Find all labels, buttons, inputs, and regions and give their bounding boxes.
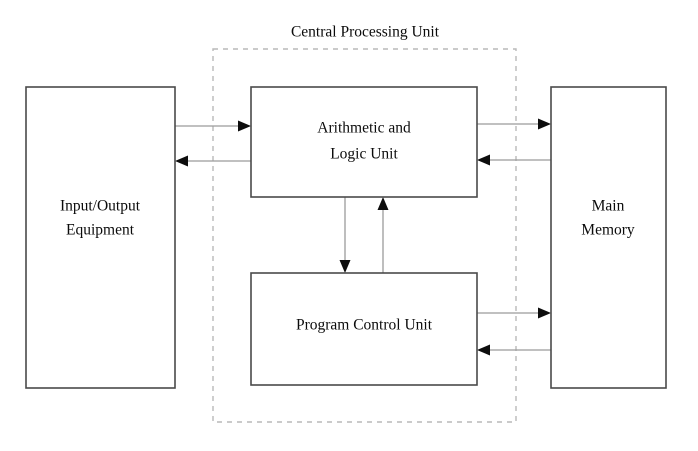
block-program-control-unit[interactable]: Program Control Unit	[250, 272, 478, 386]
cpu-title-label: Central Processing Unit	[291, 24, 440, 41]
block-label-line-1: Input/Output	[60, 198, 141, 215]
cpu-boundary-dashed-box	[212, 48, 517, 423]
connector-pcu-to-alu	[377, 197, 389, 273]
block-arithmetic-logic-unit[interactable]: Arithmetic and Logic Unit	[250, 86, 478, 198]
connector-group	[175, 118, 551, 356]
block-label-line-1: Program Control Unit	[296, 317, 433, 334]
connector-pcu-to-memory	[477, 307, 551, 319]
block-label-line-1: Arithmetic and	[317, 120, 411, 137]
arrow-head-right-icon	[538, 307, 551, 319]
block-rect[interactable]	[250, 272, 478, 386]
connector-memory-to-pcu	[477, 344, 551, 356]
connector-io-to-alu	[175, 120, 251, 132]
block-label-line-2: Equipment	[66, 222, 135, 239]
block-rect[interactable]	[250, 86, 478, 198]
block-main-memory[interactable]: Main Memory	[550, 86, 667, 389]
arrow-head-left-icon	[477, 154, 490, 166]
connector-alu-to-pcu	[339, 197, 351, 273]
block-rect[interactable]	[25, 86, 176, 389]
arrow-head-left-icon	[175, 155, 188, 167]
block-label-line-1: Main	[592, 198, 625, 215]
connector-alu-to-memory	[477, 118, 551, 130]
block-io-equipment[interactable]: Input/Output Equipment	[25, 86, 176, 389]
arrow-head-up-icon	[377, 197, 389, 210]
arrow-head-down-icon	[339, 260, 351, 273]
block-label-line-2: Logic Unit	[330, 146, 398, 163]
block-label-line-2: Memory	[581, 222, 635, 239]
block-rect[interactable]	[550, 86, 667, 389]
connector-memory-to-alu	[477, 154, 551, 166]
arrow-head-right-icon	[238, 120, 251, 132]
connector-alu-to-io	[175, 155, 251, 167]
arrow-head-right-icon	[538, 118, 551, 130]
arrow-head-left-icon	[477, 344, 490, 356]
